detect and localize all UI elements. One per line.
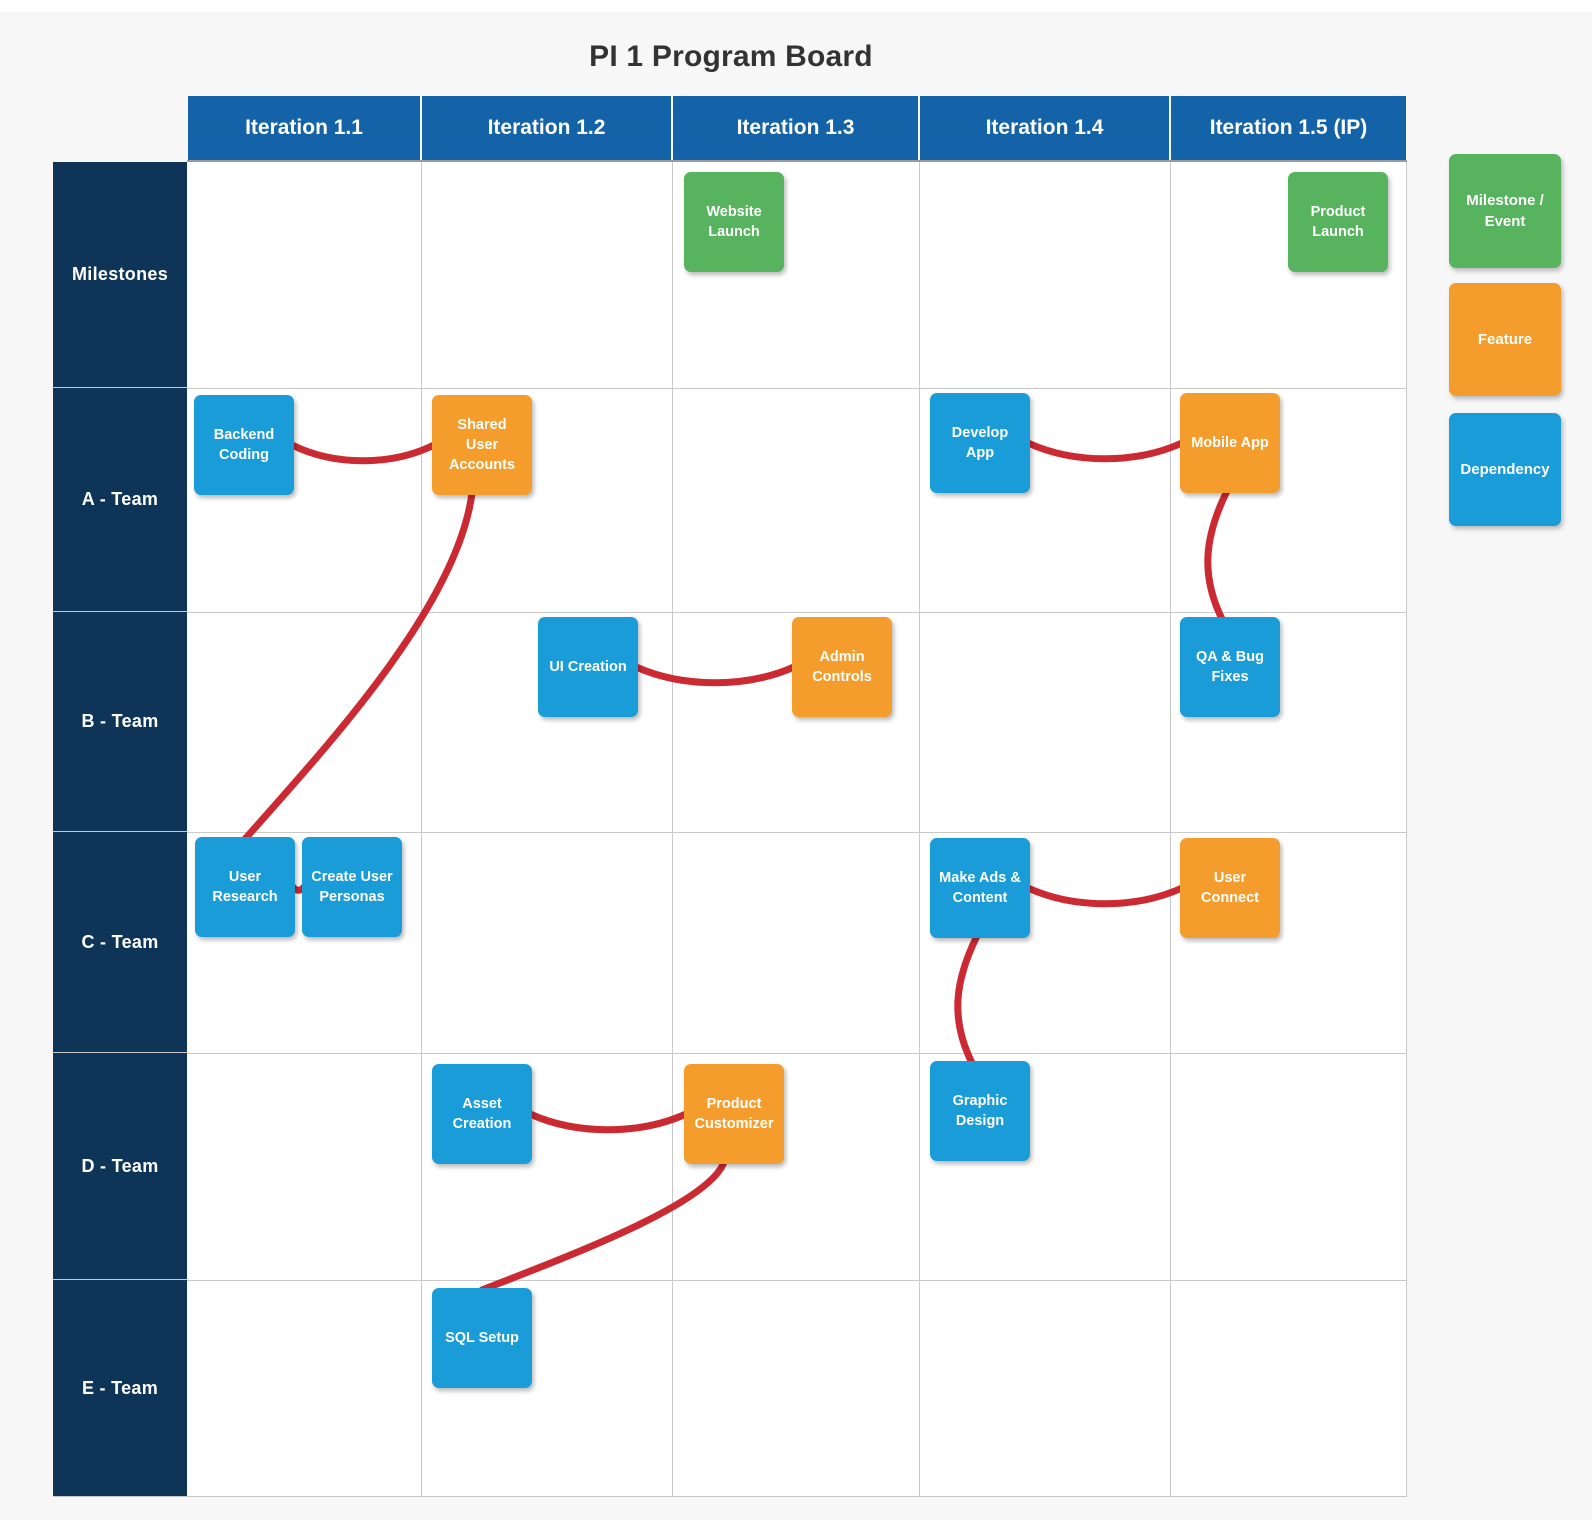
legend-item-dependency: Dependency — [1449, 413, 1561, 526]
card-mobile-app[interactable]: Mobile App — [1180, 393, 1280, 493]
row-label-milestones: Milestones — [53, 162, 187, 387]
card-website-launch[interactable]: Website Launch — [684, 172, 784, 272]
connector-develop-app-to-mobile-app[interactable] — [1024, 439, 1186, 463]
connector-ui-creation-to-admin-controls[interactable] — [632, 663, 798, 687]
card-admin-controls[interactable]: Admin Controls — [792, 617, 892, 717]
row-label-team-c: C - Team — [53, 832, 187, 1052]
row-label-team-a: A - Team — [53, 388, 187, 611]
connector-mobile-app-to-qa-bug-fixes[interactable] — [1204, 487, 1231, 623]
card-product-customizer[interactable]: Product Customizer — [684, 1064, 784, 1164]
connector-product-customizer-to-sql-setup[interactable] — [478, 1158, 728, 1294]
row-label-team-e: E - Team — [53, 1280, 187, 1496]
grid-hline — [187, 1053, 1407, 1054]
card-develop-app[interactable]: Develop App — [930, 393, 1030, 493]
card-user-research[interactable]: User Research — [195, 837, 295, 937]
column-header-it-1-4: Iteration 1.4 — [920, 96, 1169, 160]
grid-vline — [919, 162, 920, 1497]
header-underline — [187, 160, 1407, 162]
connector-asset-creation-to-product-customizer[interactable] — [526, 1110, 690, 1134]
card-user-connect[interactable]: User Connect — [1180, 838, 1280, 938]
page-title: PI 1 Program Board — [589, 40, 873, 73]
grid-hline — [187, 388, 1407, 389]
grid-vline — [672, 162, 673, 1497]
card-graphic-design[interactable]: Graphic Design — [930, 1061, 1030, 1161]
connector-backend-coding-to-shared-user-accounts[interactable] — [288, 441, 438, 465]
grid-vline — [421, 162, 422, 1497]
card-product-launch[interactable]: Product Launch — [1288, 172, 1388, 272]
grid-vline — [1170, 162, 1171, 1497]
grid-background — [187, 162, 1407, 1497]
grid-hline — [187, 612, 1407, 613]
card-qa-bug-fixes[interactable]: QA & Bug Fixes — [1180, 617, 1280, 717]
column-header-it-1-3: Iteration 1.3 — [673, 96, 918, 160]
top-strip — [0, 0, 1592, 12]
card-ui-creation[interactable]: UI Creation — [538, 617, 638, 717]
connector-make-ads-content-to-graphic-design[interactable] — [954, 932, 981, 1067]
column-header-it-1-2: Iteration 1.2 — [422, 96, 671, 160]
connector-make-ads-content-to-user-connect[interactable] — [1024, 884, 1186, 908]
row-label-team-b: B - Team — [53, 612, 187, 831]
connector-shared-user-accounts-to-user-research[interactable] — [241, 489, 476, 843]
legend-item-feature: Feature — [1449, 283, 1561, 396]
row-label-team-d: D - Team — [53, 1053, 187, 1279]
grid-hline — [187, 1280, 1407, 1281]
column-header-it-1-5: Iteration 1.5 (IP) — [1171, 96, 1406, 160]
card-make-ads-content[interactable]: Make Ads & Content — [930, 838, 1030, 938]
card-shared-user-accounts[interactable]: Shared User Accounts — [432, 395, 532, 495]
column-header-it-1-1: Iteration 1.1 — [188, 96, 420, 160]
grid-hline — [187, 832, 1407, 833]
legend-item-milestone-event: Milestone / Event — [1449, 154, 1561, 268]
card-asset-creation[interactable]: Asset Creation — [432, 1064, 532, 1164]
card-backend-coding[interactable]: Backend Coding — [194, 395, 294, 495]
card-sql-setup[interactable]: SQL Setup — [432, 1288, 532, 1388]
card-create-user-personas[interactable]: Create User Personas — [302, 837, 402, 937]
